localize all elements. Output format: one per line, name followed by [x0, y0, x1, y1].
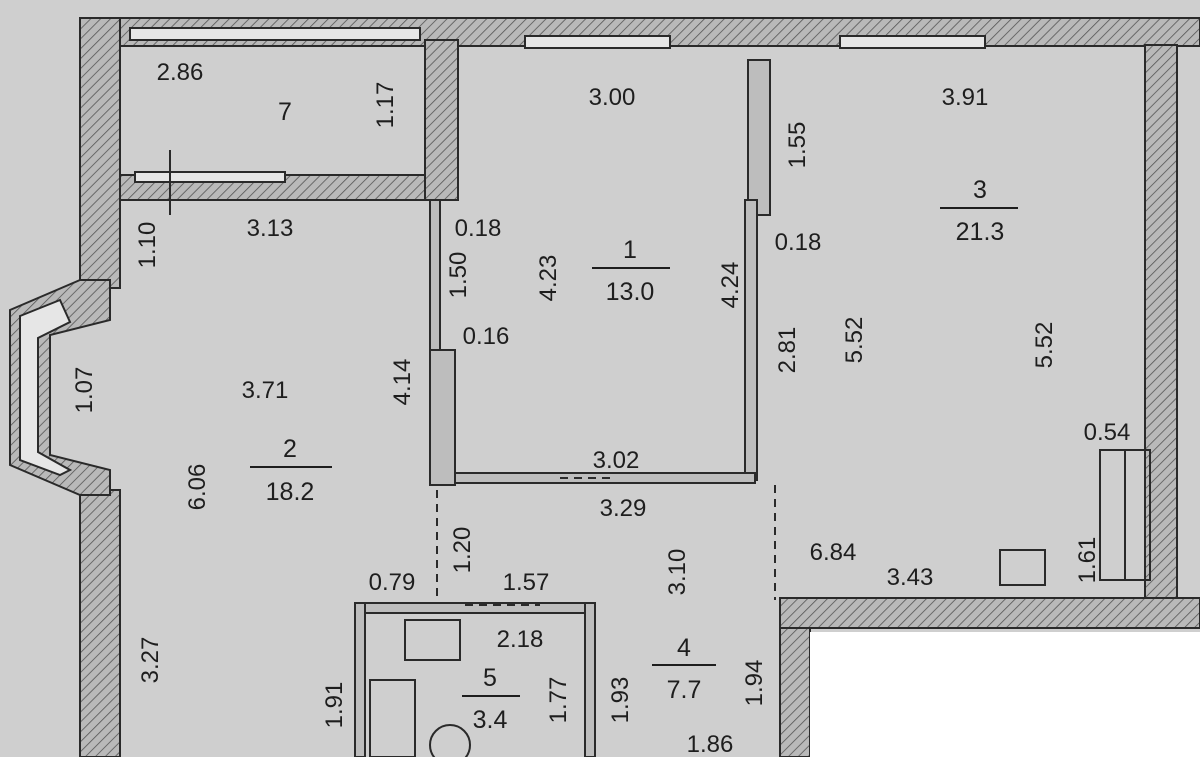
- dimension-label: 3.43: [887, 564, 934, 591]
- dimension-label: 3.13: [247, 215, 294, 242]
- dimension-label: 3.29: [600, 495, 647, 522]
- dimension-label: 6.06: [184, 464, 211, 511]
- room-1-area: 13.0: [606, 278, 655, 306]
- area-underlines: [250, 207, 1018, 697]
- dimension-label: 1.77: [545, 677, 572, 724]
- dimension-label: 1.86: [687, 731, 734, 757]
- dimension-label: 2.18: [497, 626, 544, 653]
- dimension-label: 3.71: [242, 377, 289, 404]
- dimension-label: 0.54: [1084, 419, 1131, 446]
- outer-walls: [79, 17, 1200, 757]
- dimension-label: 4.14: [389, 359, 416, 406]
- dimension-label: 5.52: [1031, 322, 1058, 369]
- dimension-label: 3.27: [137, 637, 164, 684]
- room-5-number: 5: [483, 664, 497, 692]
- fixtures: [169, 150, 1151, 757]
- room-3-area: 21.3: [956, 218, 1005, 246]
- dimension-label: 1.55: [784, 122, 811, 169]
- dimension-label: 2.86: [157, 59, 204, 86]
- dimension-label: 2.81: [774, 327, 801, 374]
- room-4-area: 7.7: [667, 676, 702, 704]
- interior-partitions: [354, 59, 776, 757]
- dimension-labels: 2.86 1.17 3.00 3.91 1.55 3.13 0.18 0.18 …: [71, 59, 1130, 757]
- windows: [129, 27, 986, 183]
- room-4-number: 4: [677, 634, 691, 662]
- dimension-label: 4.23: [535, 255, 562, 302]
- dimension-label: 1.91: [321, 682, 348, 729]
- blank-region: [810, 632, 1200, 757]
- dimension-label: 4.24: [717, 262, 744, 309]
- dimension-label: 1.07: [71, 367, 98, 414]
- room-7-number: 7: [278, 98, 292, 126]
- dimension-label: 3.00: [589, 84, 636, 111]
- dimension-label: 3.02: [593, 447, 640, 474]
- dimension-label: 1.17: [372, 82, 399, 129]
- dimension-label: 6.84: [810, 539, 857, 566]
- room-3-number: 3: [973, 176, 987, 204]
- dimension-label: 0.79: [369, 569, 416, 596]
- room-1-number: 1: [623, 236, 637, 264]
- dimension-label: 1.94: [741, 660, 768, 707]
- room-2-number: 2: [283, 435, 297, 463]
- room-labels: 1 13.0 2 18.2 3 21.3 4 7.7 5 3.4 7: [266, 98, 1005, 734]
- dimension-label: 3.91: [942, 84, 989, 111]
- dimension-label: 1.93: [607, 677, 634, 724]
- dimension-label: 0.18: [455, 215, 502, 242]
- room-5-area: 3.4: [473, 706, 508, 734]
- dimension-label: 1.10: [134, 222, 161, 269]
- dimension-label: 5.52: [841, 317, 868, 364]
- dimension-label: 1.20: [449, 527, 476, 574]
- dimension-label: 1.50: [445, 252, 472, 299]
- dimension-label: 3.10: [664, 549, 691, 596]
- bay-window: [9, 279, 111, 496]
- dimension-label: 0.16: [463, 323, 510, 350]
- dimension-label: 0.18: [775, 229, 822, 256]
- dimension-label: 1.61: [1074, 537, 1101, 584]
- room-2-area: 18.2: [266, 478, 315, 506]
- dimension-label: 1.57: [503, 569, 550, 596]
